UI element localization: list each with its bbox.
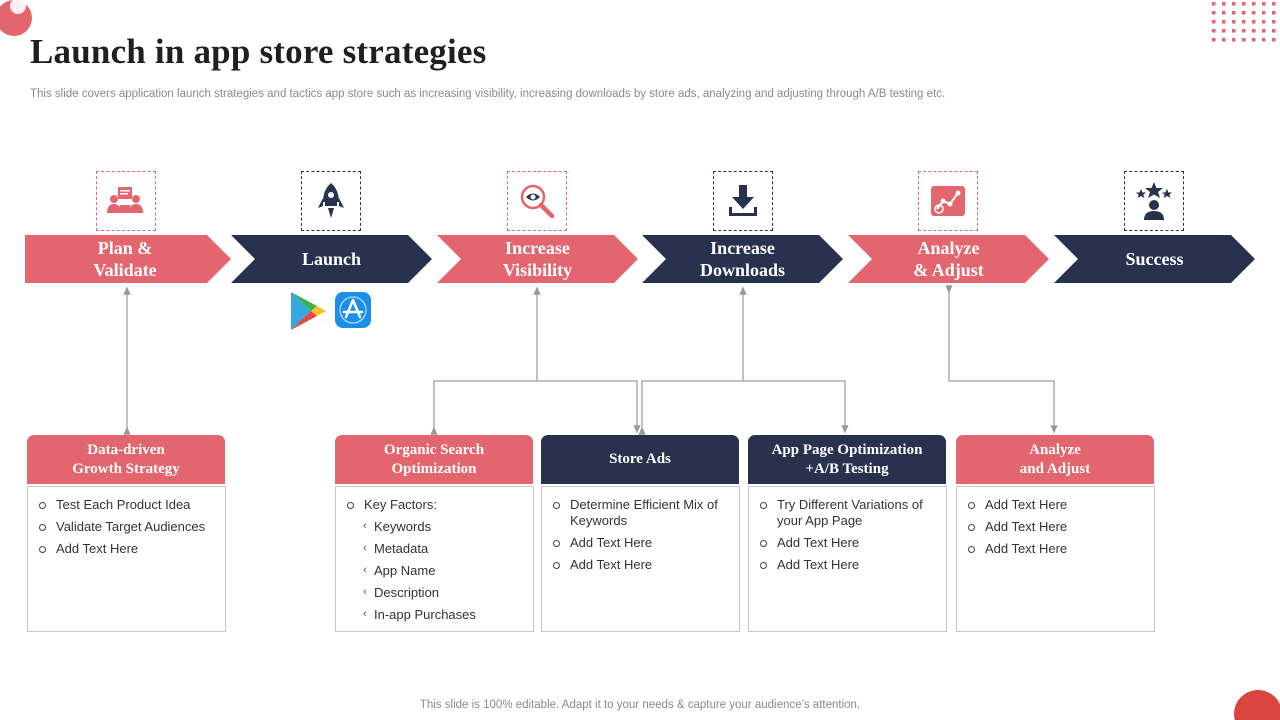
magnifier-eye-icon	[507, 171, 567, 231]
stage-visibility-line2: Visibility	[502, 260, 573, 280]
stage-plan-validate: Plan &Validate	[25, 235, 231, 283]
list-item: Try Different Variations of your App Pag…	[759, 497, 938, 529]
stage-downloads-line1: Increase	[710, 238, 775, 258]
list-subitem: App Name	[346, 562, 525, 579]
list-item: Add Text Here	[967, 497, 1146, 513]
stage-launch-line1: Launch	[301, 249, 362, 269]
card-analyze-title1: Analyze	[1029, 441, 1081, 458]
card-body-organic-search: Key Factors: Keywords Metadata App Name …	[335, 486, 534, 632]
card-body-analyze-adjust: Add Text Here Add Text Here Add Text Her…	[956, 486, 1155, 632]
list-subitem: Keywords	[346, 518, 525, 535]
card-body-store-ads: Determine Efficient Mix of Keywords Add …	[541, 486, 740, 632]
stage-analyze-adjust: Analyze& Adjust	[848, 235, 1049, 283]
card-body-growth: Test Each Product Idea Validate Target A…	[27, 486, 226, 632]
card-growth-title2: Growth Strategy	[72, 460, 180, 477]
connector-downloads-branch	[638, 380, 849, 435]
card-apppage-title2: +A/B Testing	[805, 460, 889, 477]
list-subitem: Metadata	[346, 540, 525, 557]
list-subitem: In-app Purchases	[346, 606, 525, 623]
app-store-icon	[335, 292, 371, 328]
card-header-store-ads: Store Ads	[541, 435, 739, 484]
list-item: Determine Efficient Mix of Keywords	[552, 497, 731, 529]
list-item: Add Text Here	[759, 557, 938, 573]
stage-analyze-line2: & Adjust	[913, 260, 984, 280]
stage-visibility-line1: Increase	[505, 238, 570, 258]
list-item: Add Text Here	[38, 541, 217, 557]
stage-success: Success	[1054, 235, 1255, 283]
stage-plan-line1: Plan &	[97, 238, 153, 258]
list-item: Add Text Here	[967, 541, 1146, 557]
team-board-icon	[96, 171, 156, 231]
list-subitem: Description	[346, 584, 525, 601]
page-title: Launch in app store strategies	[30, 32, 487, 71]
rocket-icon	[301, 171, 361, 231]
card-body-app-page-optimization: Try Different Variations of your App Pag…	[748, 486, 947, 632]
stage-success-line1: Success	[1125, 249, 1184, 269]
download-icon	[713, 171, 773, 231]
card-growth-title1: Data-driven	[87, 441, 165, 458]
card-organic-title2: Optimization	[391, 460, 477, 477]
analytics-icon	[918, 171, 978, 231]
card-header-app-page-optimization: App Page Optimization +A/B Testing	[748, 435, 946, 484]
stage-analyze-line1: Analyze	[917, 238, 980, 258]
list-item: Key Factors:	[346, 497, 525, 513]
star-person-icon	[1124, 171, 1184, 231]
list-item: Add Text Here	[552, 557, 731, 573]
stage-plan-line2: Validate	[93, 260, 157, 280]
card-storeads-title1: Store Ads	[609, 451, 671, 467]
list-item: Add Text Here	[552, 535, 731, 551]
list-item: Test Each Product Idea	[38, 497, 217, 513]
stage-launch: Launch	[231, 235, 432, 283]
google-play-icon	[291, 292, 326, 330]
card-organic-title1: Organic Search	[383, 441, 485, 458]
footer-note: This slide is 100% editable. Adapt it to…	[419, 699, 861, 711]
list-item: Validate Target Audiences	[38, 519, 217, 535]
stage-downloads-line2: Downloads	[699, 260, 786, 280]
card-analyze-title2: and Adjust	[1019, 460, 1091, 477]
list-item: Add Text Here	[759, 535, 938, 551]
connector-analyze	[945, 285, 1058, 434]
page-subtitle: This slide covers application launch str…	[30, 88, 946, 100]
card-header-analyze-adjust: Analyze and Adjust	[956, 435, 1154, 484]
connector-visibility-branch	[430, 380, 641, 435]
list-item: Add Text Here	[967, 519, 1146, 535]
card-apppage-title1: App Page Optimization	[771, 441, 923, 458]
